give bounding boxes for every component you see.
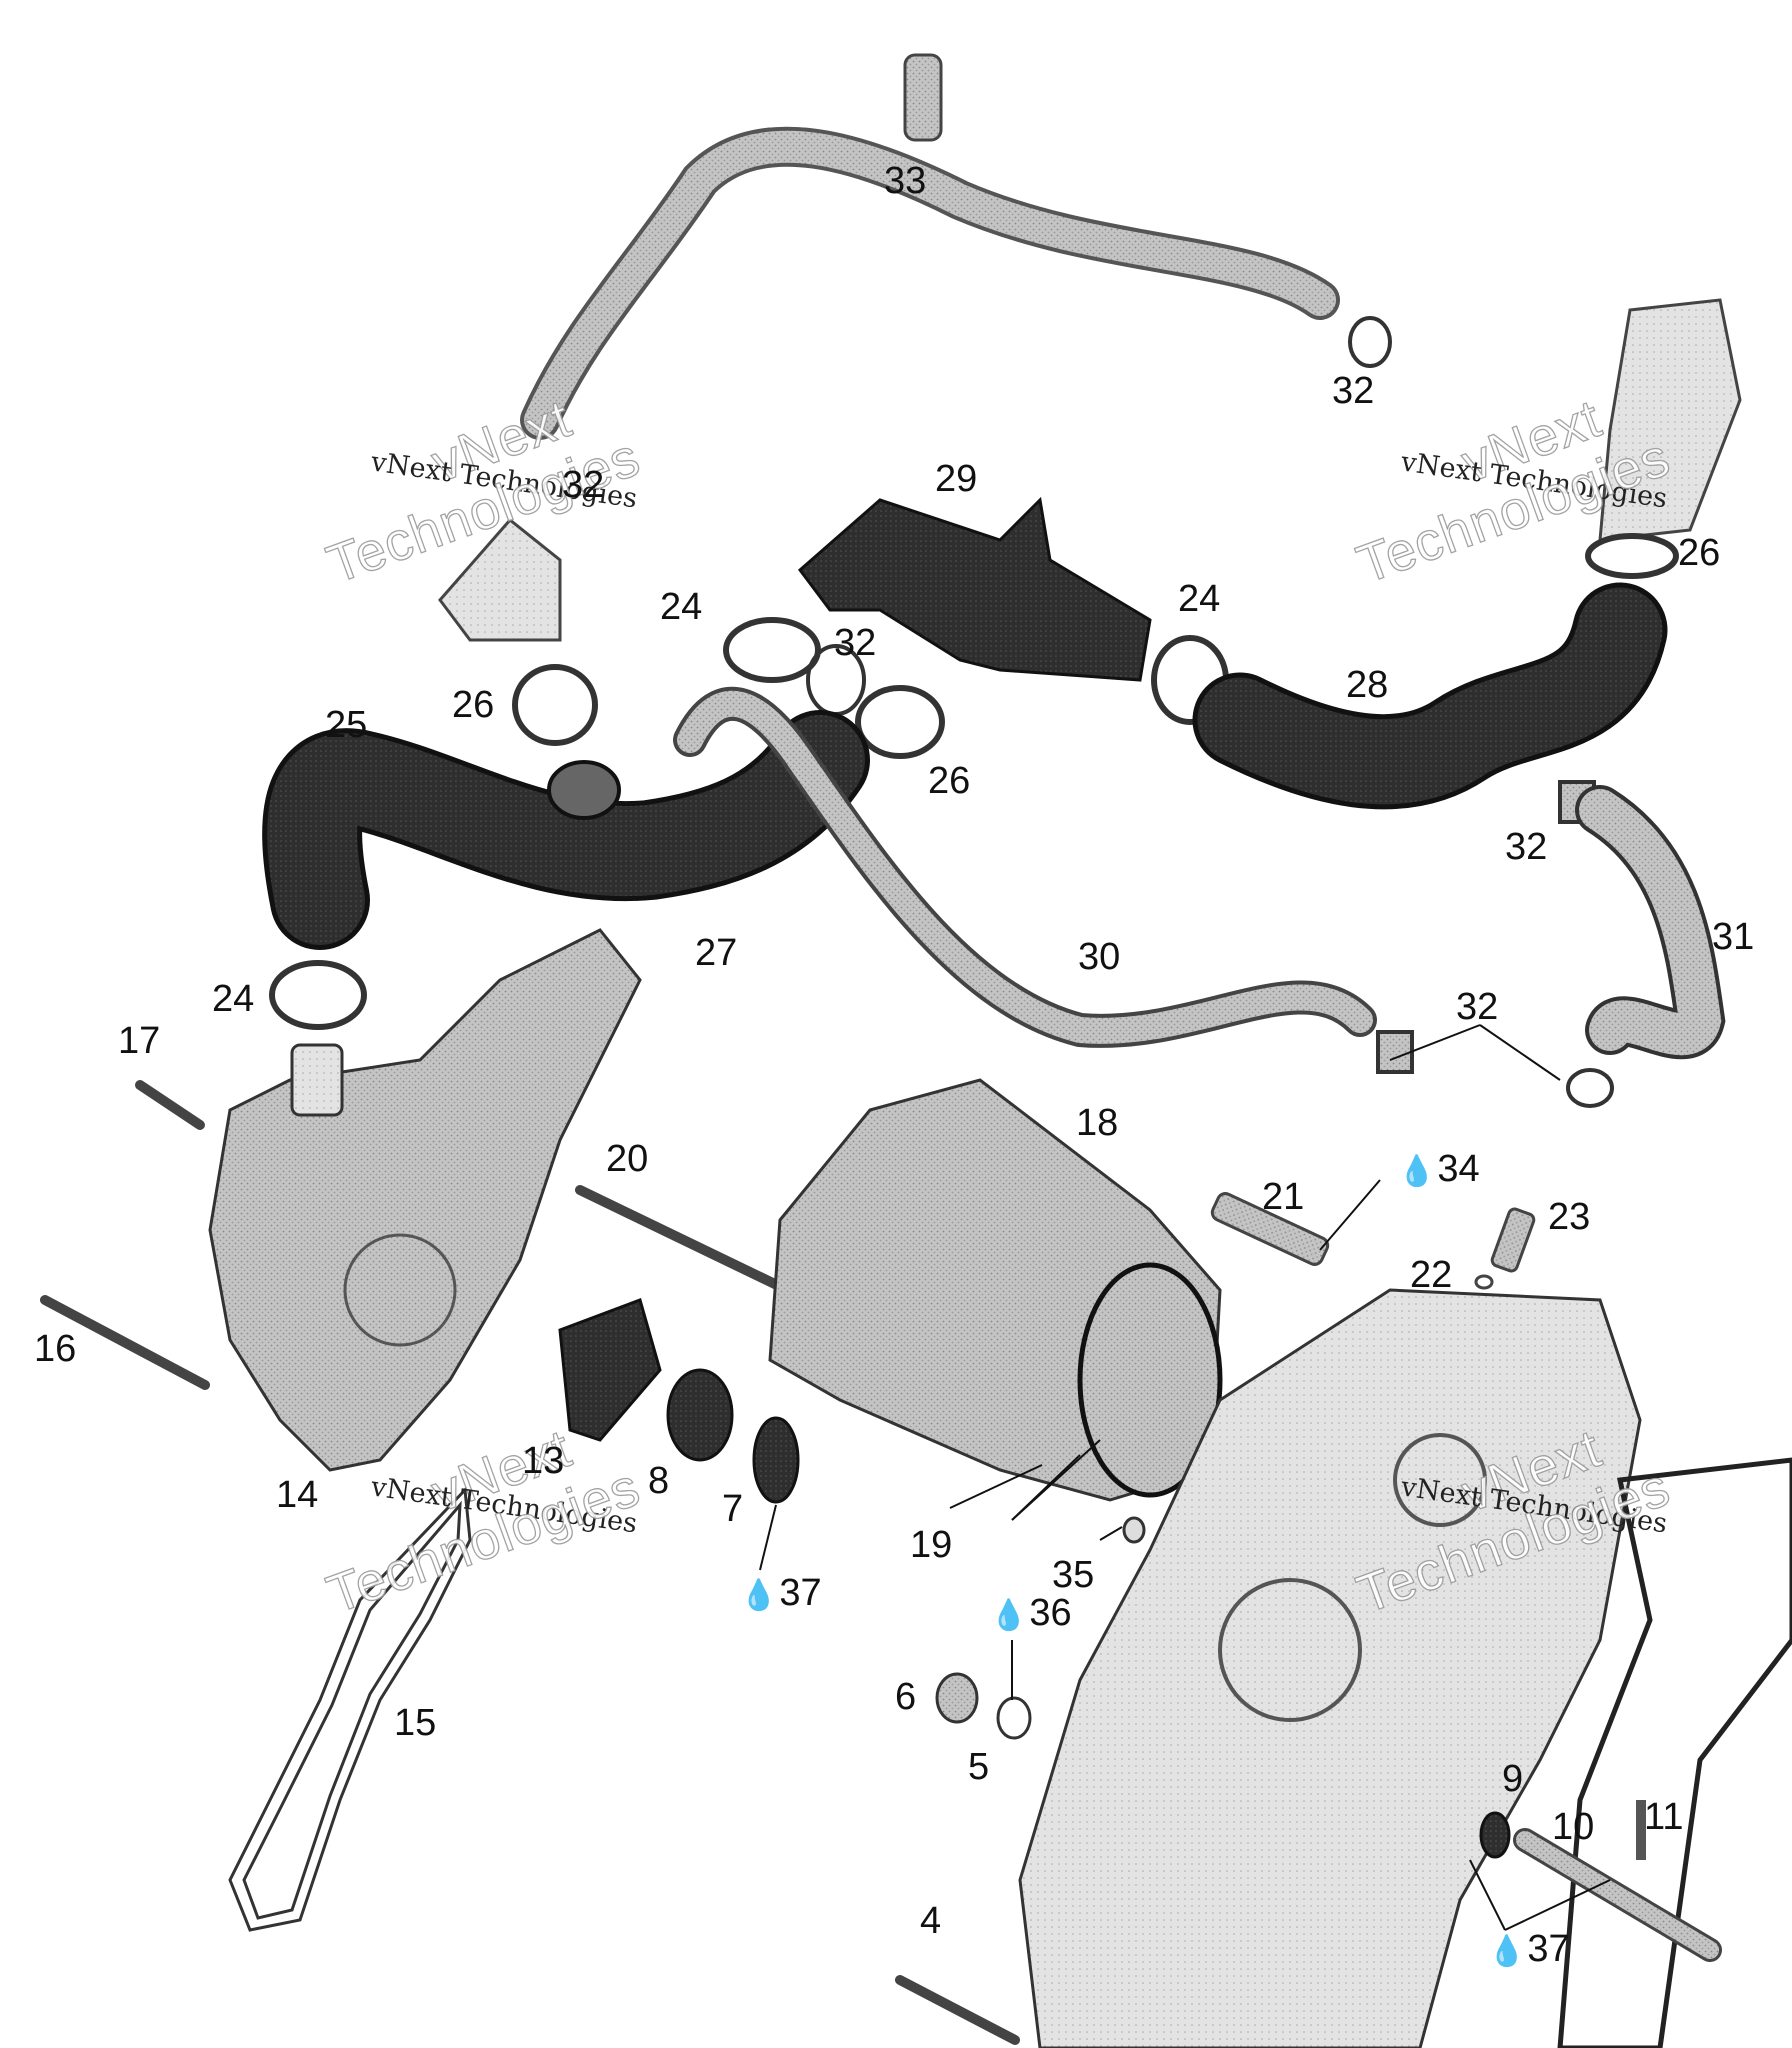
callout-5: 5 xyxy=(968,1746,990,1788)
callout-27: 27 xyxy=(695,932,738,974)
hose-30 xyxy=(673,686,1377,1048)
oil-drop-icon: 💧 xyxy=(990,1599,1028,1632)
callout-16: 16 xyxy=(34,1328,77,1370)
callout-18: 18 xyxy=(1076,1102,1119,1144)
callout-32: 32 xyxy=(1456,986,1499,1028)
callout-37-text: 37 xyxy=(1527,1928,1570,1970)
ring-7 xyxy=(752,1416,800,1504)
alternator-18 xyxy=(768,1078,1223,1502)
small-hardware xyxy=(935,1516,1146,1740)
callout-28: 28 xyxy=(1346,664,1389,706)
thermostat-housing-right xyxy=(1598,298,1742,542)
hose-33 xyxy=(520,53,1340,440)
shaft-parts xyxy=(1479,1800,1722,1962)
callout-26: 26 xyxy=(928,760,971,802)
callout-23: 23 xyxy=(1548,1196,1591,1238)
callout-36-text: 36 xyxy=(1029,1592,1072,1634)
callout-11: 11 xyxy=(1644,1796,1684,1838)
callout-15: 15 xyxy=(394,1702,437,1744)
oil-drop-icon: 💧 xyxy=(740,1579,778,1612)
leader-lines xyxy=(759,1024,1611,1931)
callout-32: 32 xyxy=(834,622,877,664)
callout-37: 💧37 xyxy=(740,1574,822,1612)
impeller-13 xyxy=(558,1298,662,1442)
thermostat-housing-left xyxy=(438,517,562,642)
callout-25: 25 xyxy=(325,704,368,746)
callout-6: 6 xyxy=(895,1676,917,1718)
callout-26: 26 xyxy=(1678,532,1721,574)
callout-13: 13 xyxy=(522,1440,565,1482)
small-fittings xyxy=(1210,1192,1536,1290)
fitting-29 xyxy=(797,496,1152,682)
callout-17: 17 xyxy=(118,1020,161,1062)
callout-26: 26 xyxy=(452,684,495,726)
gasket-15 xyxy=(228,1486,472,1932)
callout-30: 30 xyxy=(1078,936,1121,978)
callout-34-text: 34 xyxy=(1437,1148,1480,1190)
callout-29: 29 xyxy=(935,458,978,500)
callout-19: 19 xyxy=(910,1524,953,1566)
callout-9: 9 xyxy=(1502,1758,1524,1800)
callout-37-text: 37 xyxy=(779,1572,822,1614)
callout-8: 8 xyxy=(648,1460,670,1502)
callout-37: 💧37 xyxy=(1488,1930,1570,1968)
oil-drop-icon: 💧 xyxy=(1398,1155,1436,1188)
callout-7: 7 xyxy=(722,1488,744,1530)
oil-drop-icon: 💧 xyxy=(1488,1935,1526,1968)
callout-32: 32 xyxy=(1332,370,1375,412)
callout-21: 21 xyxy=(1262,1176,1305,1218)
callout-22: 22 xyxy=(1410,1254,1453,1296)
callout-34: 💧34 xyxy=(1398,1150,1480,1188)
callout-10: 10 xyxy=(1552,1806,1595,1848)
hose-31 xyxy=(1575,785,1726,1060)
callout-20: 20 xyxy=(606,1138,649,1180)
callout-35: 35 xyxy=(1052,1554,1095,1596)
callout-31: 31 xyxy=(1712,916,1755,958)
callout-4: 4 xyxy=(920,1900,942,1942)
callout-36: 💧36 xyxy=(990,1594,1072,1632)
water-pump-housing-14 xyxy=(208,928,642,1472)
callout-24: 24 xyxy=(1178,578,1221,620)
callout-14: 14 xyxy=(276,1474,319,1516)
callout-24: 24 xyxy=(212,978,255,1020)
hose-28 xyxy=(1192,582,1668,810)
callout-33: 33 xyxy=(884,160,927,202)
callout-24: 24 xyxy=(660,586,703,628)
hose-25-27 xyxy=(262,710,870,950)
callout-32: 32 xyxy=(562,464,605,506)
engine-casing xyxy=(1018,1288,1792,2048)
seal-8 xyxy=(666,1368,734,1462)
callout-32: 32 xyxy=(1505,826,1548,868)
